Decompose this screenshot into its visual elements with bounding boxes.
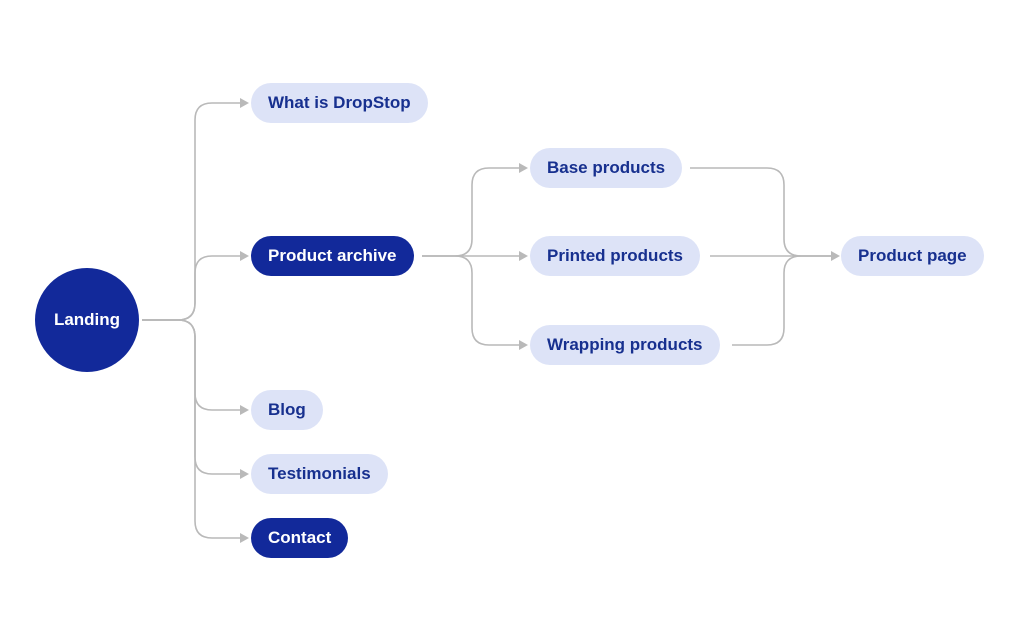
node-testimonials[interactable]: Testimonials (251, 454, 388, 494)
arrowhead (831, 251, 840, 261)
edge-archive-wrapping (422, 255, 519, 346)
edge-landing-product-archive (142, 255, 240, 321)
edge-landing-contact (142, 319, 240, 539)
arrowhead (240, 251, 249, 261)
arrowhead (519, 163, 528, 173)
edge-wrapping-product-page (732, 255, 831, 346)
arrowhead (240, 98, 249, 108)
node-product-archive[interactable]: Product archive (251, 236, 414, 276)
node-landing[interactable]: Landing (35, 268, 139, 372)
arrowhead (519, 340, 528, 350)
arrowhead (240, 469, 249, 479)
edge-landing-testimonials (142, 319, 240, 475)
node-wrapping-products[interactable]: Wrapping products (530, 325, 720, 365)
arrowhead (519, 251, 528, 261)
node-product-page[interactable]: Product page (841, 236, 984, 276)
node-contact[interactable]: Contact (251, 518, 349, 558)
node-base-products[interactable]: Base products (530, 148, 683, 188)
node-blog[interactable]: Blog (251, 390, 323, 430)
node-printed-products[interactable]: Printed products (530, 236, 701, 276)
arrowhead (240, 533, 249, 543)
edge-landing-what-is (142, 102, 240, 321)
edge-landing-blog (142, 319, 240, 411)
arrowhead (240, 405, 249, 415)
node-what-is-dropstop[interactable]: What is DropStop (251, 83, 428, 123)
edge-archive-base (422, 167, 519, 257)
edge-base-product-page (690, 167, 831, 257)
